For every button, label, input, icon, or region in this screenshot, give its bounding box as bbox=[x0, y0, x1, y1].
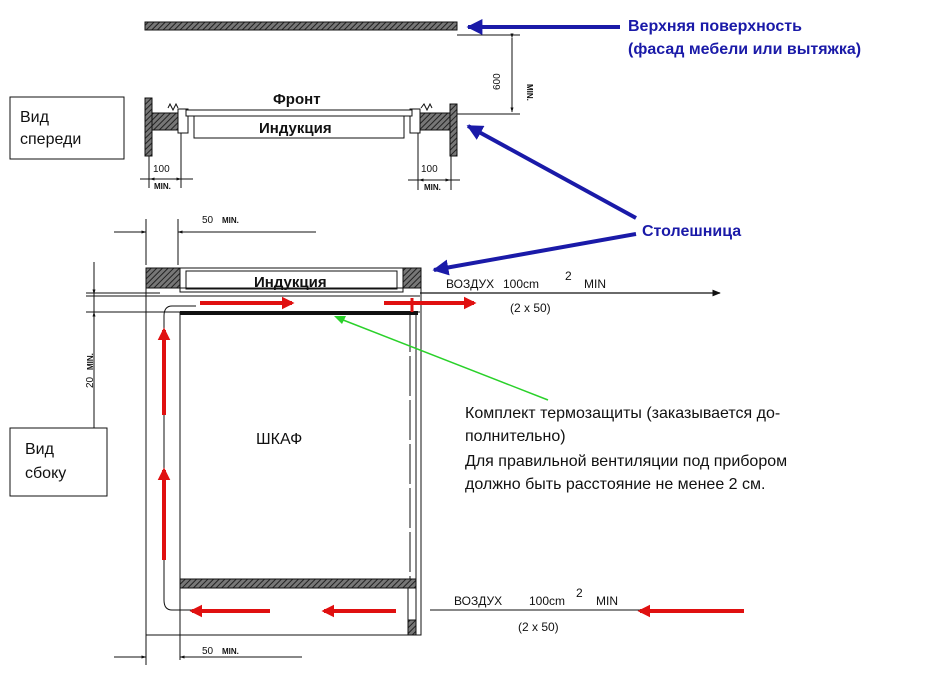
dim-600-min: MIN. bbox=[525, 84, 534, 101]
dim-50-bottom-min: MIN. bbox=[222, 647, 239, 656]
dim-100-right-value: 100 bbox=[421, 164, 438, 175]
air-in-sup: 2 bbox=[576, 586, 583, 600]
side-countertop-right bbox=[402, 267, 422, 289]
air-in-min: MIN bbox=[596, 594, 618, 608]
front-hob-top bbox=[185, 109, 413, 117]
airflow-arrows bbox=[157, 296, 744, 618]
countertop-callout-arrow-2 bbox=[432, 232, 637, 276]
note-line-1: Комплект термозащиты (заказывается до- bbox=[465, 405, 780, 422]
air-out-min: MIN bbox=[584, 277, 606, 291]
side-view-label-1: Вид bbox=[25, 441, 55, 458]
side-view-box bbox=[9, 427, 108, 497]
front-view-label-2: спереди bbox=[20, 131, 81, 148]
air-in-split: (2 x 50) bbox=[518, 620, 559, 634]
upper-surface bbox=[144, 21, 458, 31]
air-out-sup: 2 bbox=[565, 269, 572, 283]
left-trim bbox=[177, 108, 189, 134]
dim-100-right-min: MIN. bbox=[424, 183, 441, 192]
side-countertop-left bbox=[145, 267, 181, 289]
dim-600-value: 600 bbox=[492, 73, 503, 90]
left-side-wall bbox=[144, 97, 153, 157]
front-hob-label: Индукция bbox=[259, 120, 332, 137]
dim-100-left-min: MIN. bbox=[154, 182, 171, 191]
air-duct-path bbox=[163, 305, 196, 611]
note-line-2: полнительно) bbox=[465, 428, 566, 445]
front-hob-body bbox=[193, 115, 405, 139]
note-line-4: должно быть расстояние не менее 2 см. bbox=[465, 476, 765, 493]
air-in-label: ВОЗДУХ bbox=[454, 594, 502, 608]
heat-shield-pointer-head bbox=[334, 316, 346, 324]
upper-surface-label-1: Верхняя поверхность bbox=[628, 18, 802, 35]
dim-20-value: 20 bbox=[85, 376, 96, 388]
heat-shield-pointer bbox=[337, 317, 549, 401]
dim-50-top-min: MIN. bbox=[222, 216, 239, 225]
air-out-split: (2 x 50) bbox=[510, 301, 551, 315]
side-view-label-2: сбоку bbox=[25, 465, 66, 482]
cabinet-label: ШКАФ bbox=[256, 431, 302, 448]
side-hob-label: Индукция bbox=[254, 274, 327, 291]
cabinet-outer bbox=[145, 287, 422, 636]
side-hob-inner bbox=[185, 270, 398, 290]
note-line-3: Для правильной вентиляции под прибором bbox=[465, 453, 787, 470]
cabinet-bottom-shelf bbox=[179, 578, 417, 589]
right-side-wall bbox=[449, 103, 458, 157]
right-trim bbox=[409, 108, 421, 134]
front-label: Фронт bbox=[273, 91, 321, 108]
air-in-area: 100cm bbox=[529, 594, 565, 608]
right-gap-marks bbox=[420, 102, 433, 112]
dim-50-top-value: 50 bbox=[202, 215, 214, 226]
countertop-label: Столешница bbox=[642, 223, 741, 240]
dim-100-left-value: 100 bbox=[153, 164, 170, 175]
front-view-label-1: Вид bbox=[20, 109, 50, 126]
air-out-area: 100cm bbox=[503, 277, 539, 291]
air-out-label: ВОЗДУХ bbox=[446, 277, 494, 291]
upper-surface-label-2: (фасад мебели или вытяжка) bbox=[628, 41, 861, 58]
dim-50-bottom-value: 50 bbox=[202, 646, 214, 657]
front-view-box bbox=[9, 96, 125, 160]
cabinet-plinth-hatch bbox=[407, 619, 417, 636]
heat-shield bbox=[180, 311, 418, 315]
countertop-callout-arrow-1 bbox=[466, 124, 637, 220]
dim-20-min: MIN. bbox=[86, 353, 95, 370]
left-gap-marks bbox=[167, 102, 179, 112]
